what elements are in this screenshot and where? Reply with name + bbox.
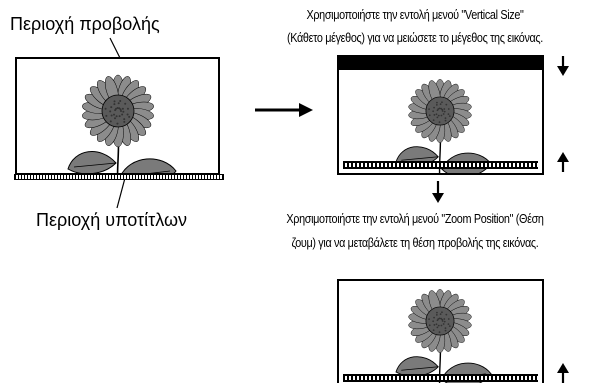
arrow-down-icon bbox=[557, 56, 569, 76]
subtitle-film-strip bbox=[343, 161, 538, 169]
reduced-screen bbox=[337, 55, 544, 175]
arrow-up-icon bbox=[557, 152, 569, 172]
subtitle-film-strip bbox=[343, 374, 538, 382]
sunflower-icon bbox=[395, 79, 492, 173]
arrow-up-icon bbox=[557, 363, 569, 383]
sunflower-icon bbox=[67, 74, 177, 173]
arrow-right-icon bbox=[255, 103, 313, 117]
projection-area-label: Περιοχή προβολής bbox=[10, 14, 160, 34]
original-screen bbox=[15, 57, 220, 175]
top-black-bar bbox=[339, 57, 542, 70]
instruction-vertical-line1: Χρησιμοποιήστε την εντολή μενού "Vertica… bbox=[306, 8, 524, 22]
subtitle-area-label: Περιοχή υποτίτλων bbox=[36, 210, 188, 230]
instruction-zoom-line2: ζουμ) για να μεταβάλετε τη θέση προβολής… bbox=[291, 236, 539, 250]
arrow-down-icon bbox=[432, 181, 444, 203]
instruction-zoom-line1: Χρησιμοποιήστε την εντολή μενού "Zoom Po… bbox=[286, 212, 544, 226]
subtitle-strip bbox=[14, 174, 224, 180]
sunflower-icon bbox=[395, 289, 492, 383]
repositioned-screen bbox=[337, 279, 544, 383]
instruction-vertical-line2: (Κάθετο μέγεθος) για να μειώσετε το μέγε… bbox=[287, 31, 543, 45]
